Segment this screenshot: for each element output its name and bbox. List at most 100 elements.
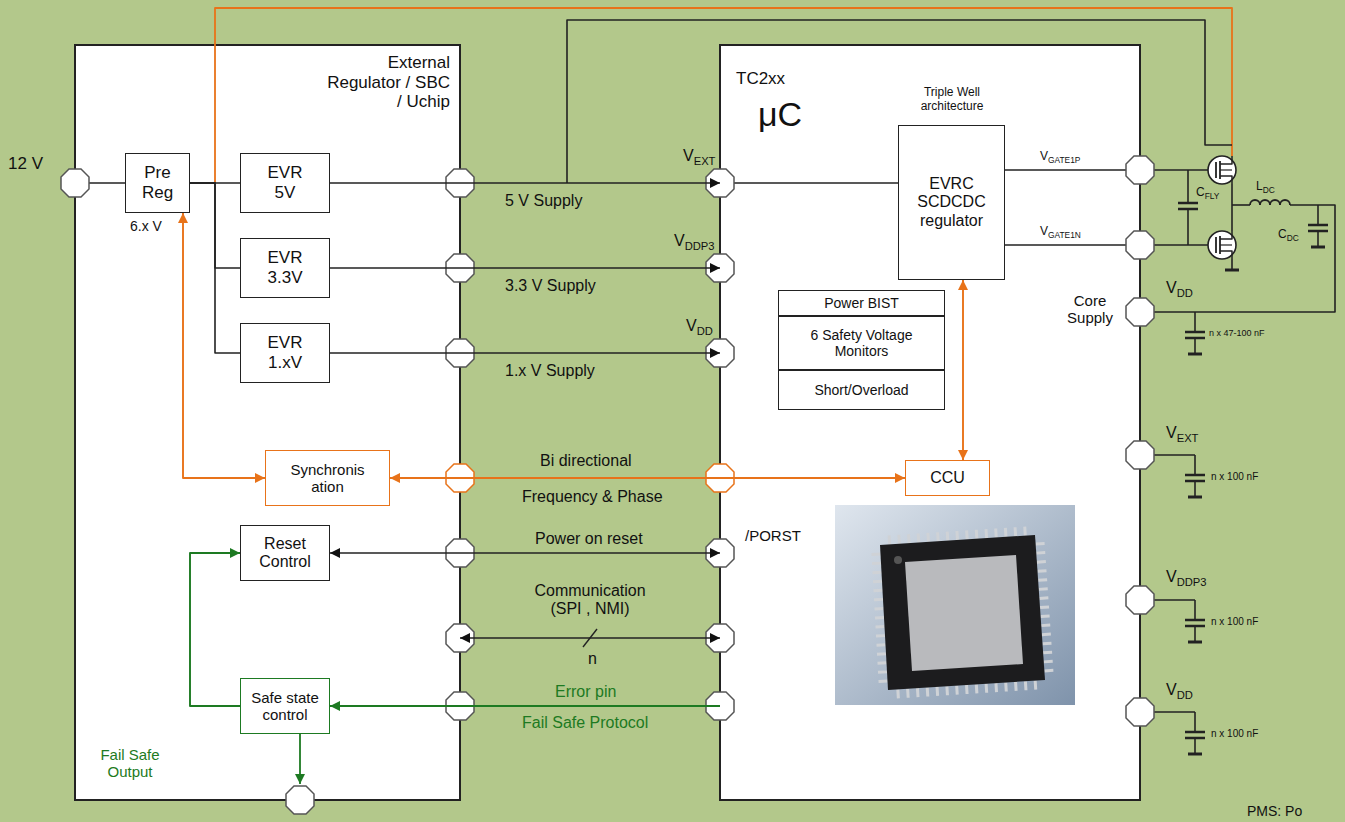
capacitor-symbol (1308, 224, 1328, 227)
pin-name: VEXT (1166, 424, 1198, 442)
chip-lead (873, 580, 882, 583)
capacitor-symbol (1185, 474, 1205, 477)
wire (1154, 454, 1195, 456)
box-label: Pre Reg (130, 163, 185, 202)
chip-lead (965, 685, 969, 694)
chip-lead (994, 683, 998, 692)
box-label: EVRC SCDCDC regulator (912, 175, 992, 230)
signal-label: 3.3 V Supply (505, 277, 596, 295)
connector (460, 637, 720, 639)
chip-lead (1039, 596, 1048, 600)
function-box: Reset Control (240, 525, 330, 581)
chip-lead (879, 679, 888, 682)
chip-lead (1036, 551, 1045, 555)
pin-name: VDDP3 (1166, 568, 1207, 586)
function-box: CCU (905, 460, 990, 496)
box-label: Power BIST (824, 295, 899, 311)
chip-lead (1042, 633, 1051, 637)
mosfet-symbol (1220, 156, 1232, 164)
function-box: EVRC SCDCDC regulator (898, 125, 1005, 280)
function-box: EVR 3.3V (240, 238, 330, 298)
pin-pad (1126, 698, 1154, 726)
block-title: External Regulator / SBC / Uchip (325, 53, 450, 112)
chip-lead (877, 652, 886, 655)
chip-lead (907, 534, 911, 543)
annotation: Fail Safe Output (88, 746, 172, 781)
block-outline (75, 45, 460, 800)
wire (1317, 205, 1319, 225)
annotation: n (588, 650, 597, 668)
mosfet-symbol (1220, 176, 1232, 184)
gate-wire (1005, 169, 1126, 171)
chip-lead (1044, 660, 1053, 664)
chip-lead (946, 532, 950, 541)
chip-lead (955, 531, 959, 540)
annotation: 12 V (8, 154, 43, 174)
wire (1317, 231, 1319, 247)
chip-lead (877, 643, 886, 646)
wire (1187, 209, 1189, 245)
ground-symbol (1188, 753, 1202, 756)
annotation: Frequency & Phase (522, 488, 663, 506)
pin-name: LDC (1256, 180, 1275, 194)
annotation: n x 47-100 nF (1209, 328, 1265, 338)
chip-lead (1004, 683, 1008, 692)
annotation: Fail Safe Protocol (522, 714, 648, 732)
annotation: n x 100 nF (1211, 616, 1258, 628)
chip-die (905, 555, 1023, 671)
chip-lead (945, 686, 949, 695)
chip-lead (926, 533, 930, 542)
chip-lead (1036, 542, 1045, 546)
pin-pad (1126, 441, 1154, 469)
box-label: CCU (930, 469, 965, 487)
chip-lead (878, 670, 887, 673)
connector (190, 183, 240, 353)
pin-pad (61, 169, 89, 197)
function-box: EVR 1.xV (240, 323, 330, 383)
chip-lead (975, 530, 979, 539)
function-box: Pre Reg (125, 153, 190, 213)
chip-lead (926, 688, 930, 697)
signal-label: Error pin (555, 683, 616, 701)
chip-lead (985, 684, 989, 693)
pin-name: CFLY (1196, 186, 1219, 200)
ground-symbol (1188, 496, 1202, 499)
chip-photo (835, 505, 1075, 705)
wire (1154, 711, 1195, 713)
box-label: Reset Control (247, 535, 323, 572)
ground-wire (1231, 259, 1233, 270)
chip-lead (1034, 681, 1038, 690)
chip-lead (916, 688, 920, 697)
chip-lead (936, 532, 940, 541)
signal-label: 1.x V Supply (505, 362, 595, 380)
pin-pad (1126, 298, 1154, 326)
mosfet-symbol (1208, 156, 1236, 184)
signal-label: Communication (SPI , NMI) (520, 582, 660, 619)
pin-name: VEXT (683, 147, 715, 165)
chip-lead (917, 534, 921, 543)
chip-block: External Regulator / SBC / UchipPre RegE… (75, 45, 460, 800)
mosfet-symbol (1220, 251, 1232, 259)
annotation: 6.x V (130, 218, 162, 234)
chip-lead (975, 684, 979, 693)
block-outline (720, 45, 1140, 800)
gate-supply-wire (215, 8, 1232, 183)
chip-lead (1037, 560, 1046, 564)
box-label: Synchronis ation (278, 461, 378, 496)
connector (330, 705, 720, 707)
chip-lead (897, 535, 901, 544)
annotation: n x 100 nF (1211, 728, 1258, 740)
mosfet-symbol (1215, 162, 1217, 178)
connector (190, 553, 240, 706)
connector (330, 182, 720, 184)
chip-lead (1004, 528, 1008, 537)
wire (1194, 312, 1196, 332)
capacitor-symbol (1185, 619, 1205, 622)
block-title: TC2xx (736, 69, 785, 89)
chip-lead (872, 553, 881, 556)
chip-lead (888, 535, 892, 544)
chip-body (880, 535, 1045, 690)
pin-name: VDDP3 (674, 232, 715, 250)
